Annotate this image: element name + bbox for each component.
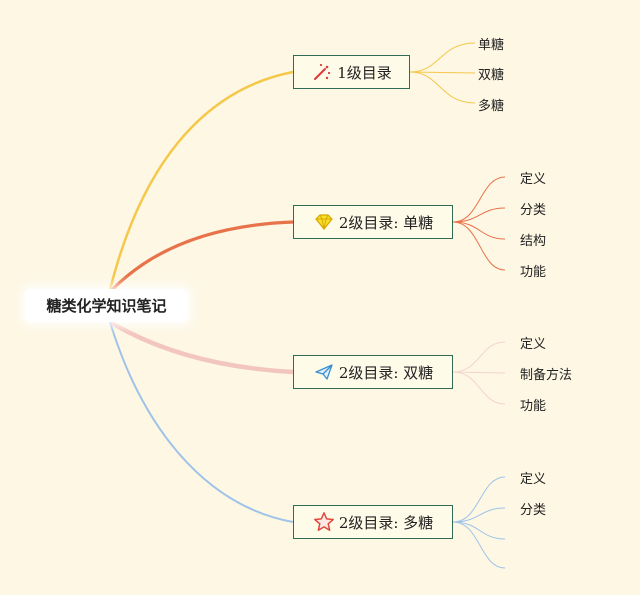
topic-node-2[interactable]: 2级目录: 单糖	[293, 205, 453, 239]
paper-plane-icon	[313, 361, 335, 383]
leaf-node[interactable]: 制备方法	[520, 368, 573, 383]
connector-topic2-leaf	[452, 221, 506, 271]
diamond-icon	[313, 211, 335, 233]
leaf-node[interactable]: 功能	[520, 265, 547, 280]
topic-node-1[interactable]: 1级目录	[293, 55, 410, 89]
leaf-node[interactable]: 定义	[520, 172, 547, 187]
connector-root-topic-1	[108, 70, 294, 291]
connector-topic1-leaf	[409, 71, 476, 104]
connector-topic4-leaf	[452, 521, 506, 569]
connector-topic1-leaf	[409, 71, 476, 74]
leaf-node[interactable]: 分类	[520, 203, 547, 218]
leaf-node[interactable]: 功能	[520, 399, 547, 414]
leaf-node[interactable]: 定义	[520, 472, 547, 487]
root-node[interactable]: 糖类化学知识笔记	[25, 289, 188, 322]
topic-label: 2级目录: 双糖	[338, 363, 434, 382]
leaf-node[interactable]: 双糖	[478, 68, 505, 83]
leaf-node[interactable]: 单糖	[478, 38, 505, 53]
topic-label: 2级目录: 多糖	[338, 513, 434, 532]
leaf-node[interactable]: 多糖	[478, 99, 505, 114]
topic-node-3[interactable]: 2级目录: 双糖	[293, 355, 453, 389]
connector-root-topic-2	[108, 220, 294, 294]
topic-node-4[interactable]: 2级目录: 多糖	[293, 505, 453, 539]
connector-topic4-leaf	[452, 507, 506, 523]
connector-topic2-leaf	[452, 207, 506, 223]
leaf-node[interactable]: 分类	[520, 503, 547, 518]
connector-topic4-leaf	[452, 476, 506, 523]
connector-root-topic-4	[109, 321, 294, 523]
connector-topic1-leaf	[409, 42, 476, 73]
connector-root-topic-3	[108, 320, 294, 375]
connector-topic2-leaf	[452, 176, 506, 223]
connector-topic3-leaf	[452, 341, 506, 373]
topic-label: 1级目录	[337, 63, 392, 82]
connector-topic2-leaf	[452, 221, 506, 240]
connector-topic4-leaf	[452, 521, 506, 540]
topic-label: 2级目录: 单糖	[338, 213, 434, 232]
magic-wand-icon	[311, 61, 333, 83]
root-label: 糖类化学知识笔记	[46, 297, 167, 315]
connector-topic3-leaf	[452, 371, 506, 374]
connector-topic3-leaf	[452, 371, 506, 405]
leaf-node[interactable]: 定义	[520, 337, 547, 352]
star-icon	[313, 511, 335, 533]
leaf-node[interactable]: 结构	[520, 234, 547, 249]
